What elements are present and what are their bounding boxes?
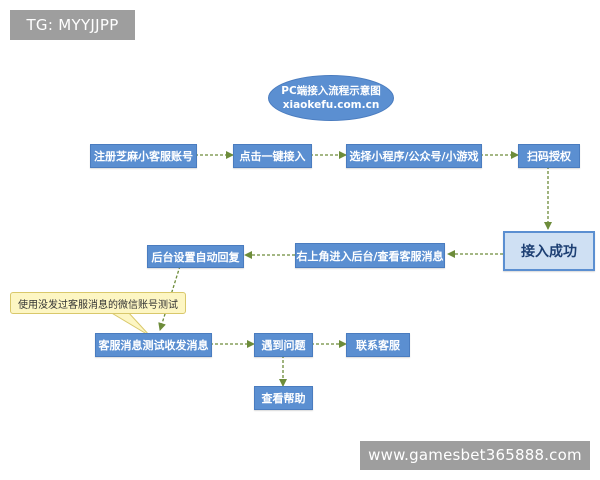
step-contact-support: 联系客服 [346,333,410,357]
connector-autoreply-to-test [158,265,181,331]
step-open-backend: 右上角进入后台/查看客服消息 [295,243,445,268]
diagram-subtitle-url: xiaokefu.com.cn [282,99,380,111]
watermark-badge-top-left: TG: MYYJJPP [10,10,135,40]
step-scan-authorize: 扫码授权 [518,144,580,168]
step-choose-platform: 选择小程序/公众号/小游戏 [346,144,482,168]
diagram-title: PC端接入流程示意图 [281,85,381,97]
watermark-badge-bottom-right: www.gamesbet365888.com [360,441,590,470]
step-register-account: 注册芝麻小客服账号 [90,144,197,168]
step-view-help: 查看帮助 [254,386,313,410]
tip-note: 使用没发过客服消息的微信账号测试 [10,292,186,314]
step-connect-success: 接入成功 [503,231,595,271]
step-encounter-problem: 遇到问题 [254,333,313,357]
step-test-messages: 客服消息测试收发消息 [95,333,212,357]
diagram-title-ellipse: PC端接入流程示意图 xiaokefu.com.cn [268,75,394,121]
step-auto-reply: 后台设置自动回复 [147,245,244,268]
step-one-click-connect: 点击一键接入 [233,144,312,168]
